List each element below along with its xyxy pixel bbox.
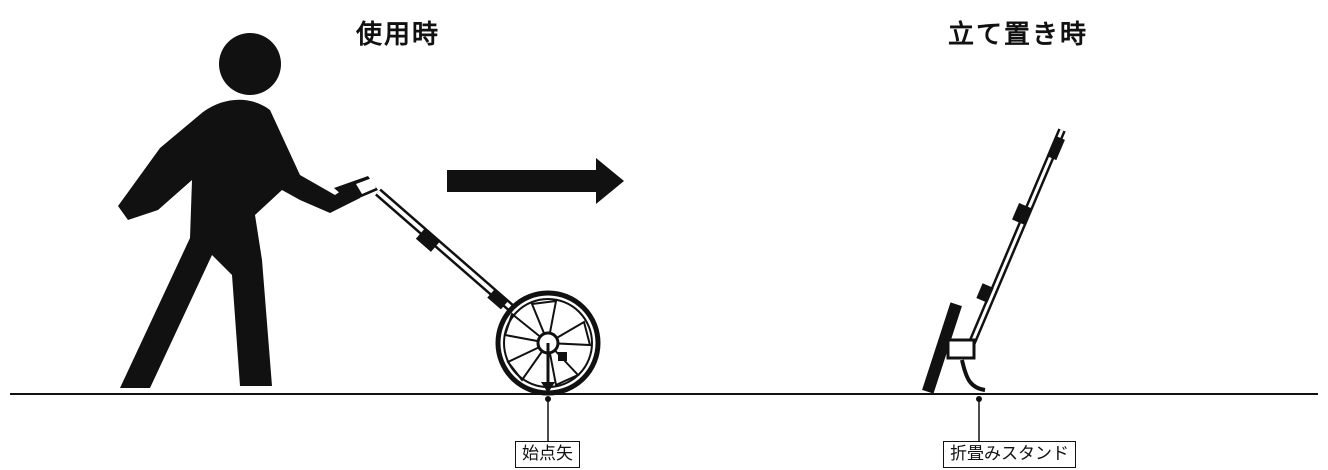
leader-folding-stand: [976, 396, 982, 441]
standing-measuring-wheel: [922, 128, 1066, 394]
heading-standing: 立て置き時: [948, 20, 1089, 50]
measuring-wheel-icon: [375, 188, 601, 396]
right-arrow-icon: [447, 158, 624, 204]
walking-person-icon: [118, 33, 360, 388]
heading-in-use: 使用時: [356, 20, 441, 50]
callout-folding-stand: 折畳みスタンド: [943, 441, 1076, 468]
leader-start-arrow: [545, 396, 551, 441]
callout-start-arrow: 始点矢: [515, 441, 580, 468]
folding-stand: [960, 359, 986, 392]
handle-grip: [334, 176, 378, 202]
